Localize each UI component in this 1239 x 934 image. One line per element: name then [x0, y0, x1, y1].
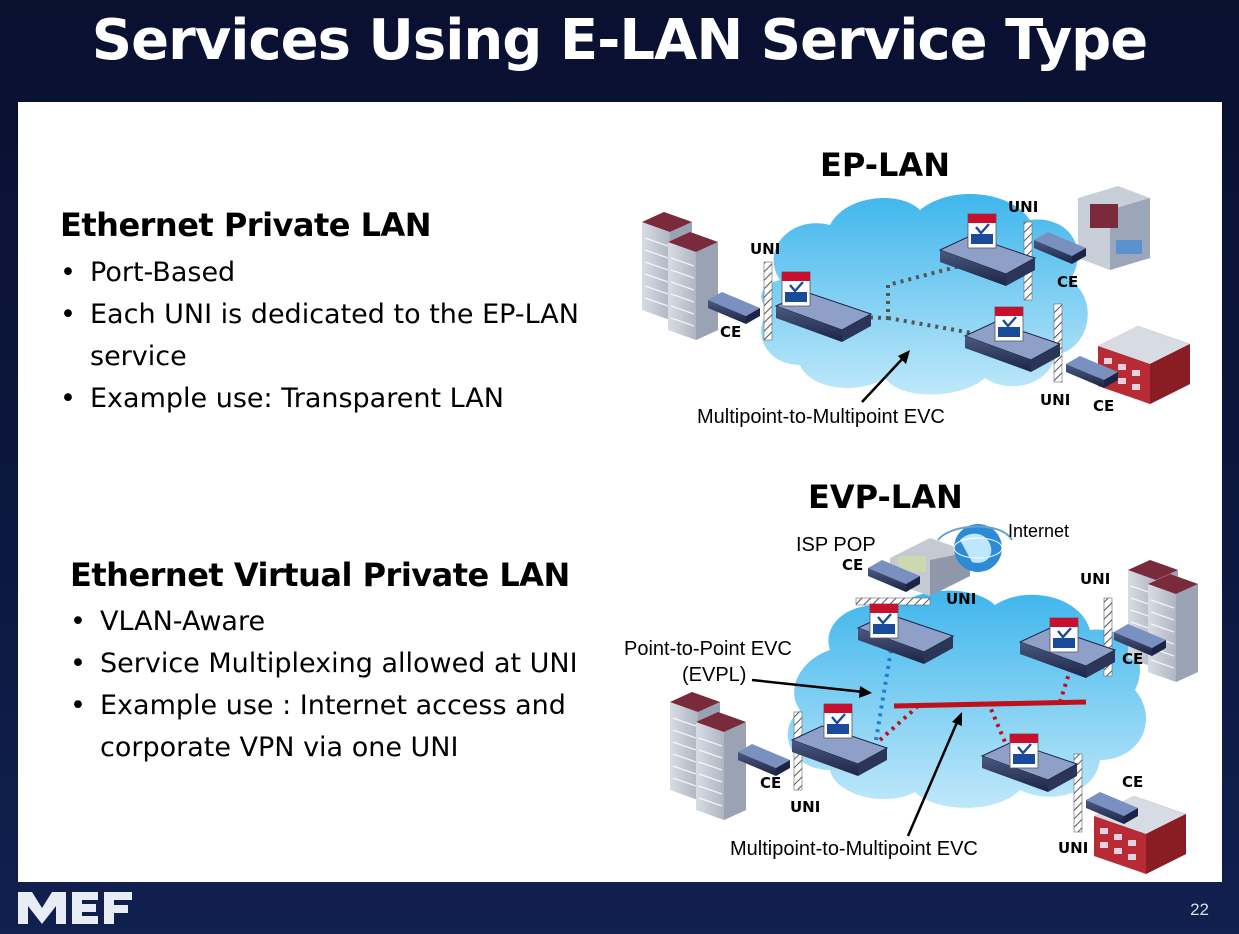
- ep-label-ce-bottom: CE: [1093, 397, 1115, 415]
- ep-building-top-right: [1078, 186, 1150, 270]
- evp-bullet-3-cont-text: corporate VPN via one UNI: [100, 732, 459, 763]
- evp-mef-badge-bottom: [1008, 732, 1040, 770]
- evp-label-ce-right-bottom: CE: [1122, 773, 1144, 791]
- evp-p2p-sub: (EVPL): [682, 664, 747, 686]
- evp-bullet-3: Example use : Internet access and: [68, 685, 628, 727]
- evp-mp2mp-arrow: [906, 712, 962, 837]
- ep-lan-diagram-title: EP-LAN: [820, 146, 950, 184]
- evp-lan-cloud: [787, 590, 1147, 808]
- evp-label-uni-left: UNI: [790, 798, 821, 816]
- ep-label-uni-bottom: UNI: [1040, 391, 1071, 409]
- evp-p2p-line: [874, 643, 894, 741]
- evp-mef-badge-left: [822, 702, 854, 740]
- evp-label-uni-isp: UNI: [946, 590, 977, 608]
- evp-p2p-caption: Point-to-Point EVC: [624, 638, 792, 660]
- evp-label-uni-right-bottom: UNI: [1058, 839, 1089, 857]
- evp-label-ce-isp: CE: [842, 556, 864, 574]
- evp-bullet-3-cont: corporate VPN via one UNI: [68, 727, 628, 769]
- ep-bullet-3: Example use: Transparent LAN: [58, 378, 618, 420]
- ep-bullet-2-cont: service: [58, 336, 618, 378]
- evp-mef-badge-isp: [868, 602, 900, 640]
- evp-p2p-arrow: [751, 678, 872, 698]
- evp-bullet-2: Service Multiplexing allowed at UNI: [68, 643, 628, 685]
- ep-bullet-2: Each UNI is dedicated to the EP-LAN: [58, 294, 618, 336]
- evp-lan-heading: Ethernet Virtual Private LAN: [70, 556, 570, 594]
- ep-building-bottom-right: [1098, 326, 1190, 404]
- ep-bullet-2-cont-text: service: [90, 341, 187, 372]
- ep-mef-badge-left: [780, 270, 812, 308]
- evp-caption: Multipoint-to-Multipoint EVC: [730, 838, 978, 860]
- ep-mef-badge-bottom: [993, 305, 1025, 343]
- ep-label-uni-left: UNI: [750, 240, 781, 258]
- ep-bullet-1: Port-Based: [58, 252, 618, 294]
- evp-lan-bullets: VLAN-Aware Service Multiplexing allowed …: [68, 601, 628, 769]
- ep-label-ce-left: CE: [720, 323, 742, 341]
- slide-title: Services Using E-LAN Service Type: [91, 8, 1148, 73]
- ep-lan-heading: Ethernet Private LAN: [60, 206, 432, 244]
- page-number: 22: [1190, 900, 1209, 919]
- evp-building-right-2: [1147, 573, 1199, 683]
- ep-lan-bullets: Port-Based Each UNI is dedicated to the …: [58, 252, 618, 420]
- evp-uni-bar-right-bottom: [1073, 753, 1083, 833]
- evp-label-ce-left: CE: [760, 774, 782, 792]
- ep-label-uni-top: UNI: [1008, 198, 1039, 216]
- evp-uni-bar-right-top: [1103, 597, 1113, 677]
- evp-internet-globe-icon: [937, 524, 1013, 572]
- evp-mef-badge-right-top: [1048, 616, 1080, 654]
- evp-label-uni-right-top: UNI: [1080, 570, 1111, 588]
- ep-building-left-2: [667, 231, 719, 341]
- ep-mef-badge-top: [966, 212, 998, 250]
- ep-caption-arrow: [861, 350, 910, 403]
- evp-label-isp-pop: ISP POP: [796, 534, 876, 556]
- ep-uni-bar-left: [763, 261, 773, 341]
- mef-logo: [18, 892, 132, 924]
- evp-label-ce-right-top: CE: [1122, 650, 1144, 668]
- ep-caption: Multipoint-to-Multipoint EVC: [697, 406, 945, 428]
- evp-lan-diagram-title: EVP-LAN: [808, 478, 963, 516]
- ep-label-ce-top: CE: [1057, 273, 1079, 291]
- evp-building-left-2: [695, 711, 747, 821]
- evp-label-internet: Internet: [1008, 521, 1070, 541]
- evp-bullet-1: VLAN-Aware: [68, 601, 628, 643]
